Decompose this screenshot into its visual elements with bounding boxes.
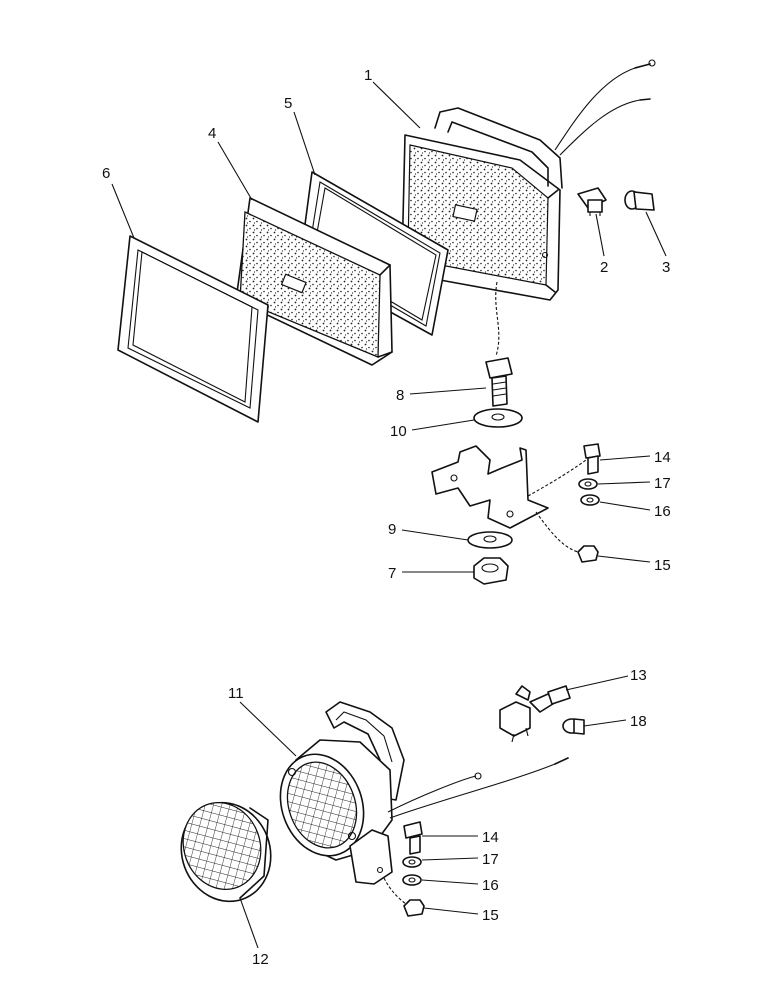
lens-part-4 xyxy=(235,197,393,366)
callout-17-upper: 17 xyxy=(654,475,671,492)
round-lamp-housing-part-11 xyxy=(279,701,569,885)
switch-part-2 xyxy=(577,187,607,216)
callout-14-lower: 14 xyxy=(482,829,499,846)
callout-7: 7 xyxy=(388,565,396,582)
bezel-part-6 xyxy=(117,235,269,423)
mounting-bracket xyxy=(431,445,549,529)
callout-15-lower: 15 xyxy=(482,907,499,924)
knob-part-3 xyxy=(624,190,655,211)
bolt-part-8 xyxy=(485,281,513,407)
nut-part-15-upper xyxy=(527,459,599,563)
callout-13: 13 xyxy=(630,667,647,684)
callout-16-lower: 16 xyxy=(482,877,499,894)
callout-14-upper: 14 xyxy=(654,449,671,466)
washer-part-17-lower xyxy=(402,856,422,868)
bolt-part-14-lower xyxy=(403,821,423,855)
washer-part-10 xyxy=(473,408,523,428)
callout-18: 18 xyxy=(630,713,647,730)
bolt-part-14-upper xyxy=(583,443,601,475)
leader-lines xyxy=(111,81,667,949)
callout-11: 11 xyxy=(228,685,244,702)
bulb-holder-part-13 xyxy=(499,685,571,743)
callout-2: 2 xyxy=(600,259,608,276)
callout-4: 4 xyxy=(208,125,216,142)
washer-part-16-upper xyxy=(580,494,600,506)
callout-15-upper: 15 xyxy=(654,557,671,574)
callout-6: 6 xyxy=(102,165,110,182)
callout-12: 12 xyxy=(252,951,269,968)
callout-17-lower: 17 xyxy=(482,851,499,868)
washer-part-17-upper xyxy=(578,478,598,490)
callout-9: 9 xyxy=(388,521,396,538)
round-lens-part-12 xyxy=(180,801,272,903)
callout-1: 1 xyxy=(364,67,372,84)
callout-3: 3 xyxy=(662,259,670,276)
callout-10: 10 xyxy=(390,423,407,440)
nut-part-7 xyxy=(473,557,509,585)
nut-part-15-lower xyxy=(383,877,425,917)
callout-8: 8 xyxy=(396,387,404,404)
washer-part-16-lower xyxy=(402,874,422,886)
callout-labels: 1 5 4 6 2 3 8 10 14 17 16 9 15 7 13 11 1… xyxy=(102,67,671,968)
callout-5: 5 xyxy=(284,95,292,112)
washer-part-9 xyxy=(467,531,513,549)
callout-16-upper: 16 xyxy=(654,503,671,520)
cap-part-18 xyxy=(562,718,585,735)
